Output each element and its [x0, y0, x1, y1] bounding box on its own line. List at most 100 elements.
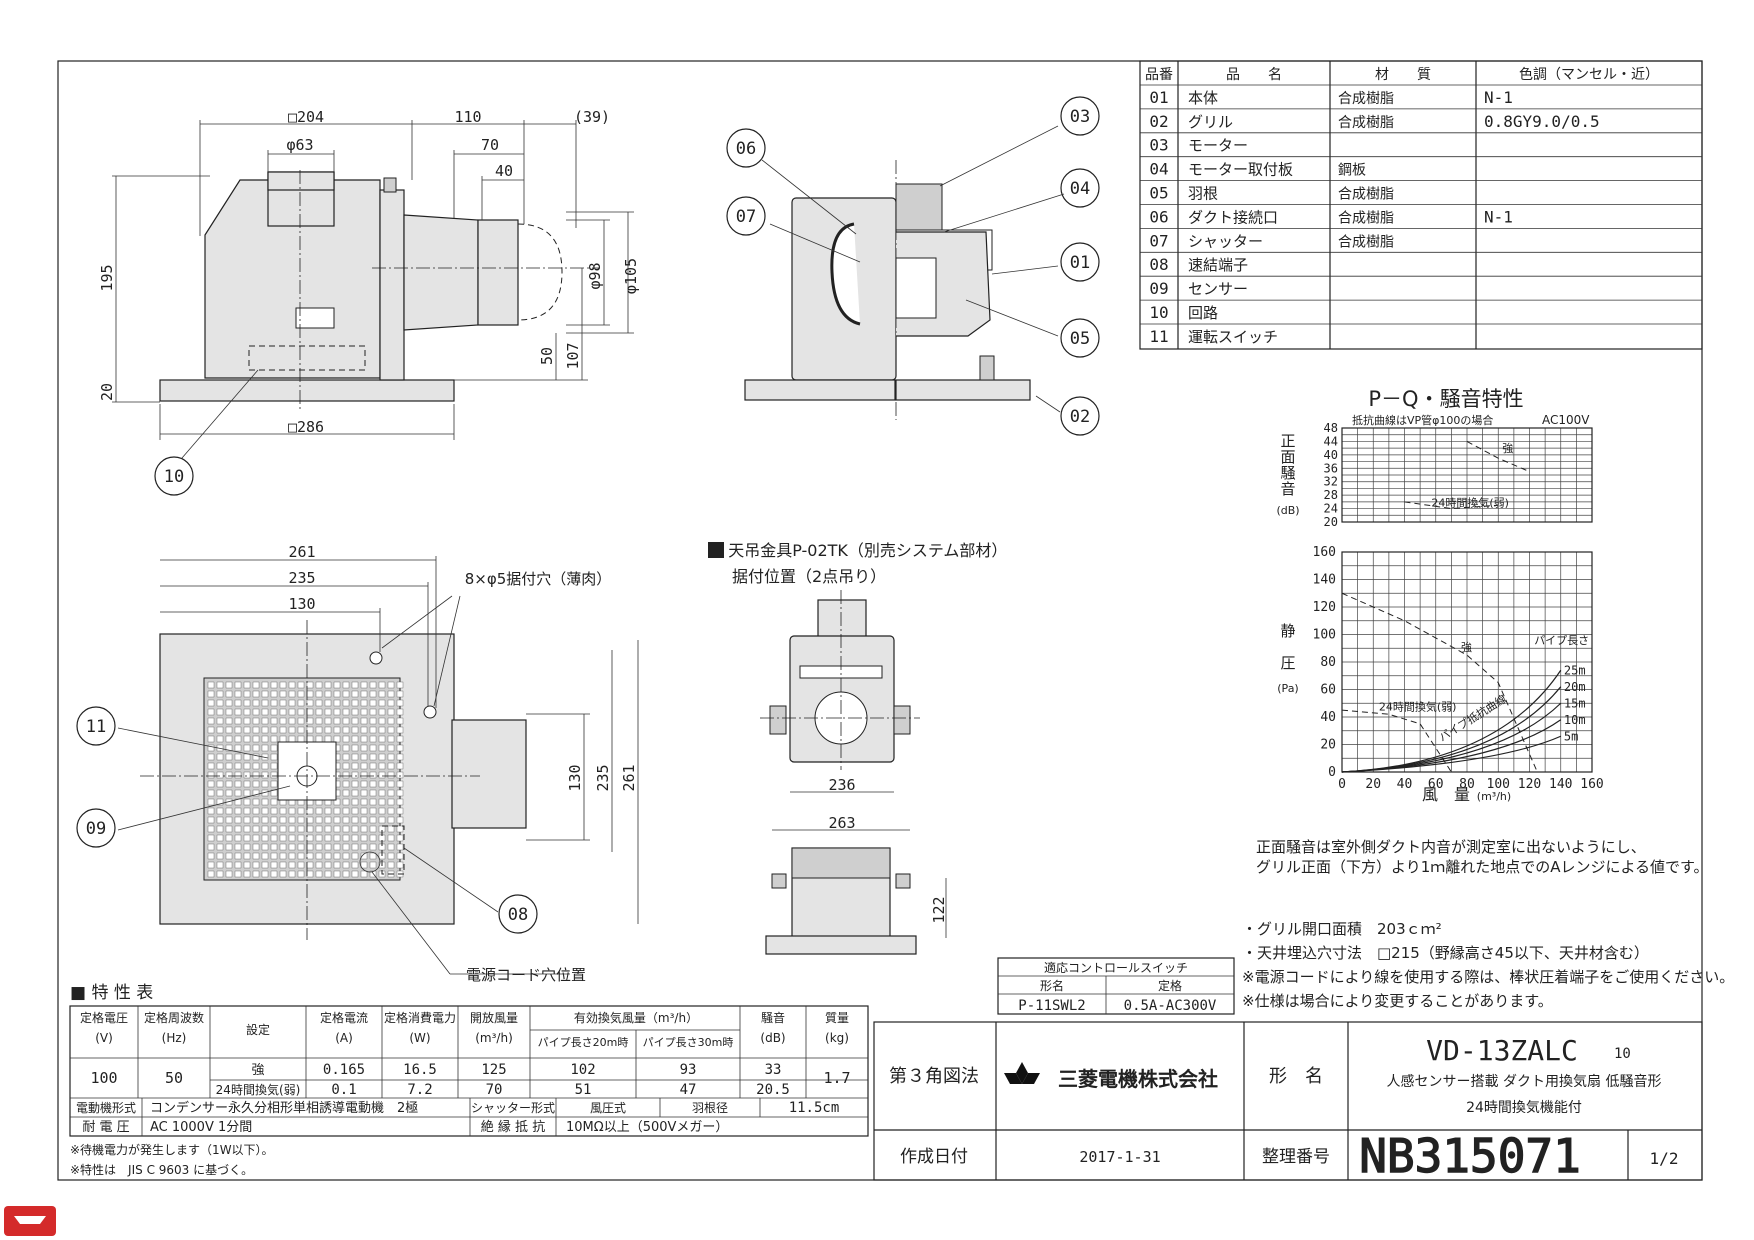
grille-cell	[243, 780, 251, 788]
grille-cell	[252, 717, 260, 725]
switch-h2: 定格	[1158, 978, 1182, 993]
grille-cell	[225, 744, 233, 752]
grille-cell	[333, 852, 341, 860]
insulation-label: 絶 縁 抵 抗	[481, 1119, 545, 1135]
parts-color: 0.8GY9.0/0.5	[1484, 112, 1600, 131]
grille-cell	[234, 690, 242, 698]
parts-name: モーター取付板	[1188, 161, 1293, 179]
withstand-value: AC 1000V 1分間	[150, 1120, 252, 1135]
grille-cell	[378, 735, 386, 743]
grille-cell	[288, 852, 296, 860]
axis-label-char: 面	[1280, 448, 1295, 466]
parts-no: 06	[1149, 207, 1168, 226]
grille-cell	[243, 681, 251, 689]
grille-cell	[252, 861, 260, 869]
power-cord-label: 電源コード穴位置	[466, 966, 586, 984]
dim-40: 40	[495, 162, 513, 180]
callout-09: 09	[86, 819, 106, 839]
grille-cell	[288, 843, 296, 851]
model-suffix: 10	[1614, 1046, 1631, 1062]
parts-no: 11	[1149, 327, 1168, 346]
grille-cell	[252, 771, 260, 779]
h-power: 定格消費電力	[384, 1010, 456, 1025]
page-number: 1/2	[1650, 1149, 1679, 1168]
h-p20: パイプ長さ20m時	[538, 1036, 629, 1049]
grille-cell	[288, 735, 296, 743]
dim-195: 195	[98, 264, 116, 291]
noise-series-0	[1466, 440, 1530, 473]
grille-cell	[261, 825, 269, 833]
grille-cell	[261, 780, 269, 788]
grille-cell	[261, 852, 269, 860]
shutter-label: シャッター形式	[471, 1101, 555, 1115]
grille-cell	[315, 726, 323, 734]
noise-series-label: 強	[1502, 442, 1513, 455]
grille-cell	[306, 843, 314, 851]
pq-ytick: 80	[1320, 655, 1336, 670]
u-open: (m³/h)	[475, 1031, 513, 1045]
grille-cell	[225, 843, 233, 851]
grille-cell	[369, 825, 377, 833]
grille-cell	[297, 834, 305, 842]
grille-cell	[288, 816, 296, 824]
h-mass: 質量	[825, 1010, 849, 1025]
callout-10: 10	[164, 467, 184, 487]
grille-cell	[297, 852, 305, 860]
grille-cell	[315, 735, 323, 743]
grille-cell	[234, 861, 242, 869]
grille-cell	[369, 771, 377, 779]
grille-cell	[234, 870, 242, 878]
grille-cell	[342, 843, 350, 851]
h-noise: 騒音	[761, 1010, 785, 1025]
grille-cell	[243, 798, 251, 806]
grille-cell	[234, 681, 242, 689]
voltage-label: AC100V	[1542, 413, 1590, 427]
grille-cell	[342, 834, 350, 842]
grille-cell	[261, 870, 269, 878]
dim-98: φ98	[586, 262, 604, 289]
callout-circle-04	[1060, 168, 1100, 208]
grille-cell	[342, 717, 350, 725]
grille-cell	[288, 699, 296, 707]
grille-cell	[369, 852, 377, 860]
grille-cell	[261, 816, 269, 824]
grille-cell	[351, 735, 359, 743]
parts-name: 回路	[1188, 304, 1218, 322]
grille-cell	[288, 708, 296, 716]
grille-cell	[234, 744, 242, 752]
grille-cell	[243, 744, 251, 752]
grille-cell	[396, 681, 404, 689]
grille-cell	[396, 825, 404, 833]
pq-ytick: 140	[1313, 573, 1336, 588]
grille-cell	[243, 861, 251, 869]
pipe-length-label: 25m	[1564, 663, 1586, 677]
grille-cell	[243, 852, 251, 860]
switch-h1: 形名	[1040, 978, 1064, 993]
grille-cell	[207, 771, 215, 779]
grille-cell	[360, 807, 368, 815]
grille-cell	[279, 825, 287, 833]
grille-cell	[270, 825, 278, 833]
grille-cell	[225, 771, 233, 779]
grille-cell	[396, 717, 404, 725]
grille-cell	[297, 807, 305, 815]
grille-cell	[225, 861, 233, 869]
grille-cell	[387, 825, 395, 833]
grille-cell	[315, 816, 323, 824]
grille-cell	[234, 807, 242, 815]
pq-ytick: 120	[1313, 600, 1336, 615]
grille-cell	[351, 861, 359, 869]
model-number: VD-13ZALC	[1426, 1034, 1578, 1067]
grille-cell	[369, 690, 377, 698]
noise-ytick: 20	[1324, 515, 1338, 529]
grille-cell	[360, 708, 368, 716]
grille-cell	[243, 870, 251, 878]
grille-cell	[261, 699, 269, 707]
grille-cell	[261, 807, 269, 815]
grille-cell	[396, 807, 404, 815]
mount-holes-label: 8×φ5据付穴（薄肉）	[465, 570, 612, 588]
callout-circle-02	[1060, 396, 1100, 436]
grille-cell	[360, 834, 368, 842]
parts-color: N-1	[1484, 88, 1513, 107]
